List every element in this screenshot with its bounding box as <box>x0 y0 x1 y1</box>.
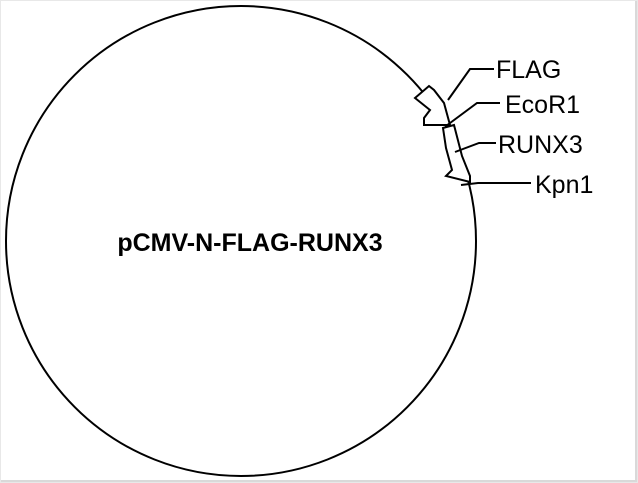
runx3-leader-line <box>454 142 496 153</box>
ecor1-leader-line <box>445 102 500 127</box>
flag-leader-line <box>447 68 494 101</box>
plasmid-backbone-circle <box>5 5 477 477</box>
kpn1-label: Kpn1 <box>535 171 593 199</box>
flag-feature-arrow <box>413 84 452 126</box>
runx3-feature-arrow <box>441 123 471 184</box>
kpn1-leader-line <box>460 182 531 186</box>
plasmid-name-label: pCMV-N-FLAG-RUNX3 <box>117 229 382 257</box>
ecor1-label: EcoR1 <box>505 91 580 119</box>
flag-label: FLAG <box>496 56 561 84</box>
runx3-label: RUNX3 <box>498 131 583 159</box>
